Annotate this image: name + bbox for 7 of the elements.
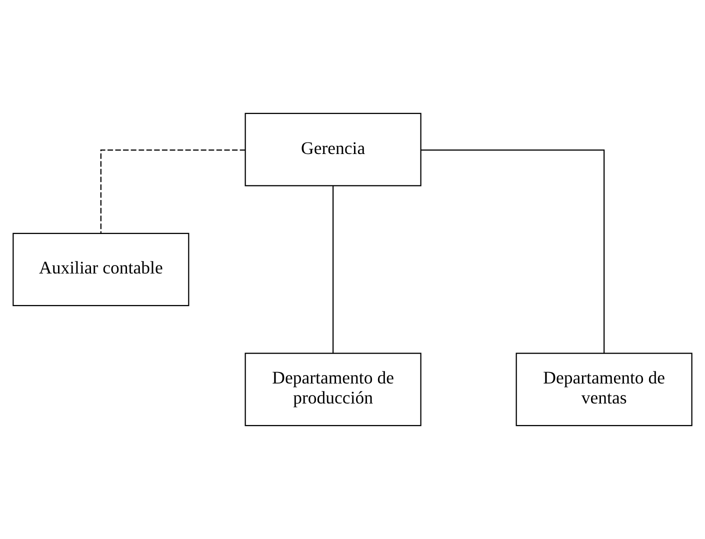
connector xyxy=(421,150,605,354)
node-box: Departamento de producción xyxy=(244,352,422,426)
connector xyxy=(332,186,334,354)
connector xyxy=(100,150,246,234)
node-box: Gerencia xyxy=(244,112,422,186)
node-box: Auxiliar contable xyxy=(12,232,190,306)
node-box: Departamento de ventas xyxy=(516,352,692,426)
